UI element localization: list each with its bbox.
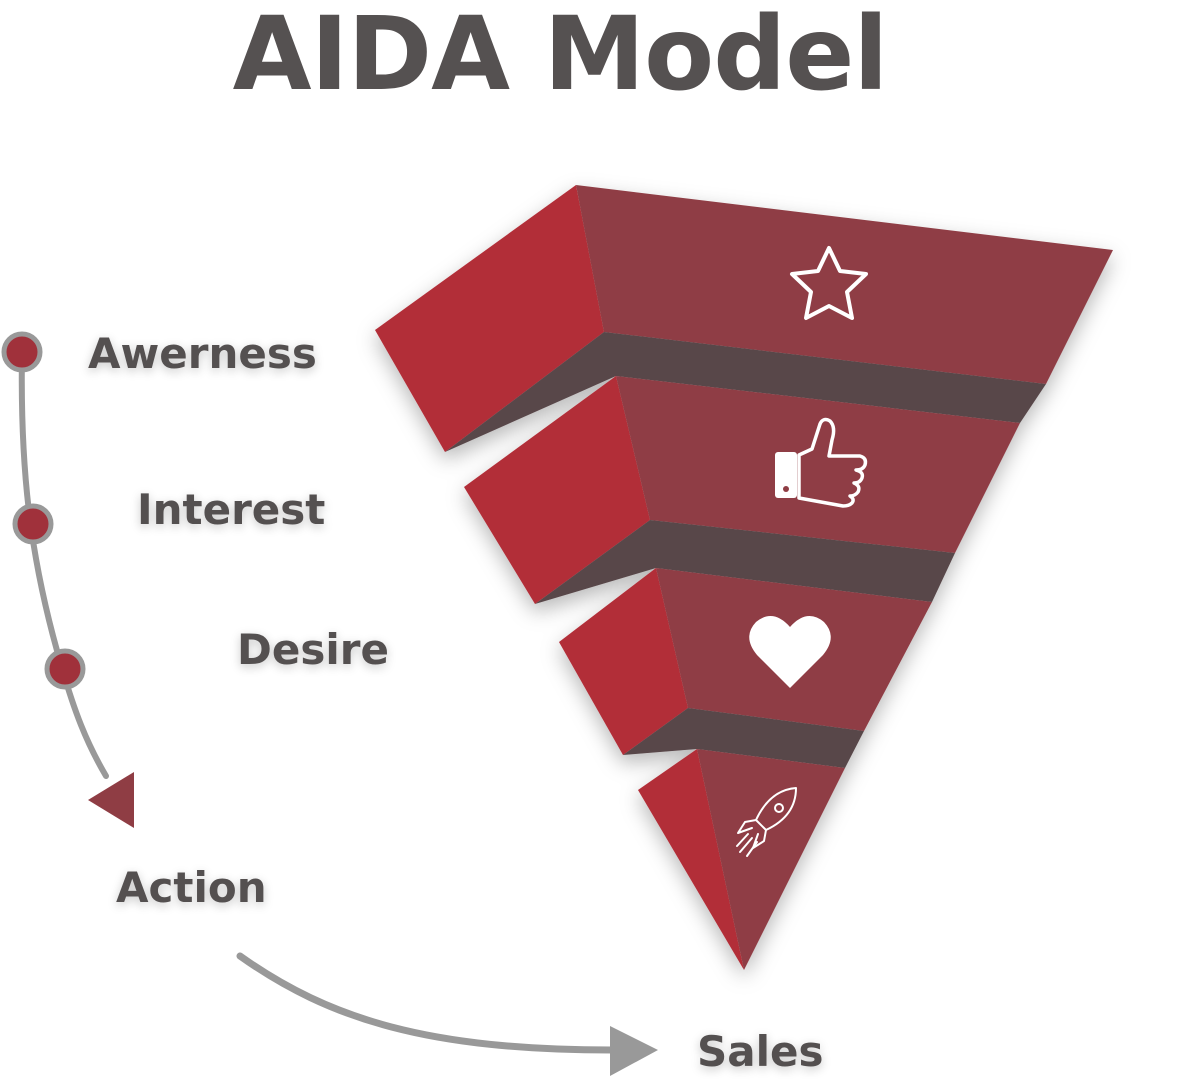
funnel-layer-desire-step	[623, 708, 864, 768]
funnel-layer-interest-side	[464, 376, 650, 604]
timeline-line	[18, 349, 109, 779]
page-title: AIDA Model	[232, 0, 889, 114]
stage-label-action: Action	[116, 863, 267, 912]
sales-arrow-line	[236, 952, 616, 1054]
timeline-dot-awareness	[1, 331, 43, 373]
funnel-layer-action	[638, 749, 845, 970]
sales-arrow	[236, 952, 658, 1076]
funnel-layer-awareness	[375, 185, 1113, 452]
star-icon	[790, 246, 868, 320]
heart-icon	[749, 616, 831, 688]
funnel-layer-desire	[559, 568, 932, 768]
funnel-layer-desire-side	[559, 568, 688, 755]
funnel-layer-interest-front	[616, 376, 1020, 553]
rocket-icon	[736, 787, 797, 857]
funnel-layer-awareness-front	[576, 185, 1113, 384]
funnel-layer-awareness-step	[445, 332, 1046, 452]
outcome-label-sales: Sales	[697, 1027, 824, 1076]
stage-timeline	[1, 331, 134, 828]
funnel-layer-action-side	[638, 749, 744, 970]
sales-arrowhead	[610, 1026, 658, 1076]
funnel-layer-interest-step	[535, 520, 955, 604]
stage-label-interest: Interest	[137, 485, 326, 534]
funnel-layer-awareness-side	[375, 185, 604, 452]
timeline-arrowhead	[88, 772, 134, 828]
funnel	[375, 185, 1113, 970]
stage-label-awareness: Awerness	[88, 329, 317, 378]
stage-label-desire: Desire	[237, 625, 389, 674]
funnel-layer-interest	[464, 376, 1020, 604]
timeline-dot-desire	[44, 648, 86, 690]
funnel-layer-action-front	[697, 749, 845, 970]
timeline-dot-interest	[12, 503, 54, 545]
thumbs-up-icon	[775, 417, 868, 508]
